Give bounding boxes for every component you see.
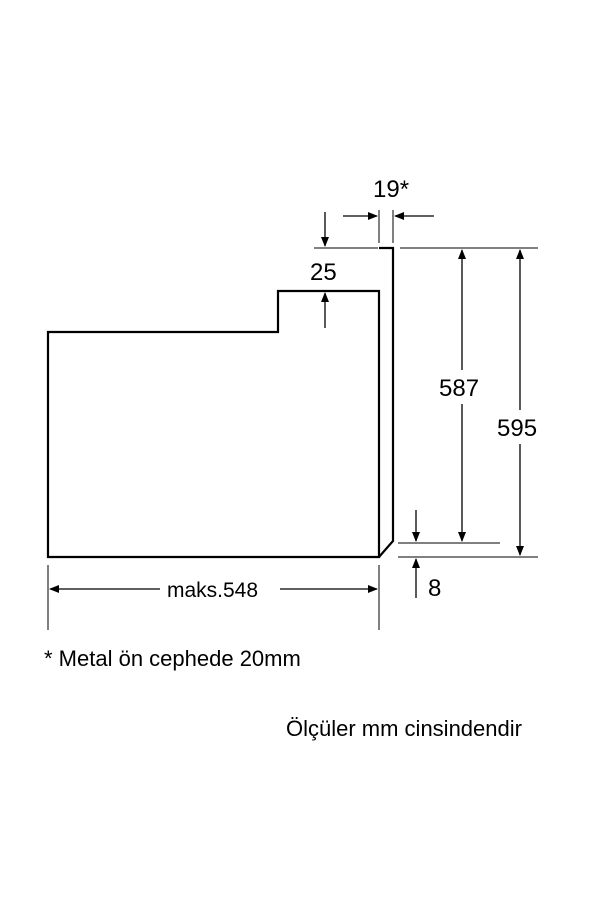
footnote-text: * Metal ön cephede 20mm [44, 646, 301, 671]
bottom-offset-label: 8 [428, 575, 441, 602]
total-height-dimension: 595 [494, 249, 546, 556]
door-thickness-label: 19* [373, 176, 409, 203]
top-step-dimension: 25 [310, 212, 378, 328]
top-step-label: 25 [310, 259, 337, 286]
inner-height-dimension: 587 [436, 249, 488, 542]
door-thickness-dimension: 19* [343, 176, 434, 243]
oven-body-outline [46, 289, 381, 559]
oven-door-panel [378, 246, 395, 558]
max-depth-dimension: maks.548 [47, 565, 380, 630]
total-height-label: 595 [497, 415, 537, 442]
units-note: Ölçüler mm cinsindendir [286, 716, 522, 741]
inner-height-label: 587 [439, 375, 479, 402]
max-depth-label: maks.548 [167, 579, 258, 602]
bottom-offset-dimension: 8 [412, 510, 441, 602]
